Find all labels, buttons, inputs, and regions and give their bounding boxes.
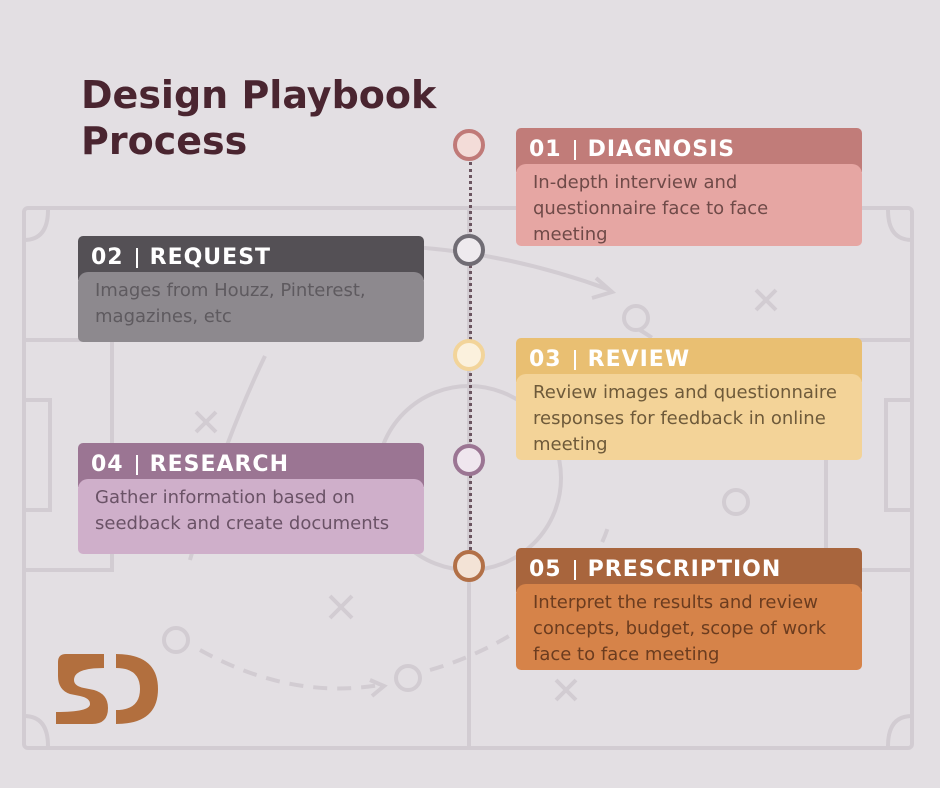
step-separator	[135, 455, 138, 475]
step-label: DIAGNOSIS	[587, 137, 736, 162]
step-separator	[573, 560, 576, 580]
step-card-research: 04 RESEARCH Gather information based on …	[78, 443, 424, 554]
step-label: REVIEW	[587, 347, 691, 372]
step-number: 03	[529, 347, 562, 372]
step-number: 04	[91, 452, 124, 477]
step-label: PRESCRIPTION	[587, 557, 782, 582]
step-separator	[573, 350, 576, 370]
step-number: 02	[91, 245, 124, 270]
step-label: RESEARCH	[149, 452, 289, 477]
step-card-diagnosis: 01 DIAGNOSIS In-depth interview and ques…	[516, 128, 862, 246]
timeline-node-05	[453, 550, 485, 582]
timeline-node-02	[453, 234, 485, 266]
step-card-prescription: 05 PRESCRIPTION Interpret the results an…	[516, 548, 862, 670]
step-description: Images from Houzz, Pinterest, magazines,…	[78, 272, 424, 342]
step-separator	[135, 248, 138, 268]
step-separator	[573, 140, 576, 160]
timeline-node-03	[453, 339, 485, 371]
page-title: Design Playbook Process	[81, 72, 436, 164]
step-number: 05	[529, 557, 562, 582]
step-description: In-depth interview and questionnaire fac…	[516, 164, 862, 246]
step-card-request: 02 REQUEST Images from Houzz, Pinterest,…	[78, 236, 424, 342]
step-description: Interpret the results and review concept…	[516, 584, 862, 670]
title-line-1: Design Playbook	[81, 73, 437, 117]
step-card-review: 03 REVIEW Review images and questionnair…	[516, 338, 862, 460]
title-line-2: Process	[81, 119, 248, 163]
step-label: REQUEST	[149, 245, 272, 270]
timeline-node-01	[453, 129, 485, 161]
timeline-node-04	[453, 444, 485, 476]
step-number: 01	[529, 137, 562, 162]
brand-logo-icon	[56, 654, 158, 724]
step-description: Review images and questionnaire response…	[516, 374, 862, 460]
step-description: Gather information based on seedback and…	[78, 479, 424, 554]
